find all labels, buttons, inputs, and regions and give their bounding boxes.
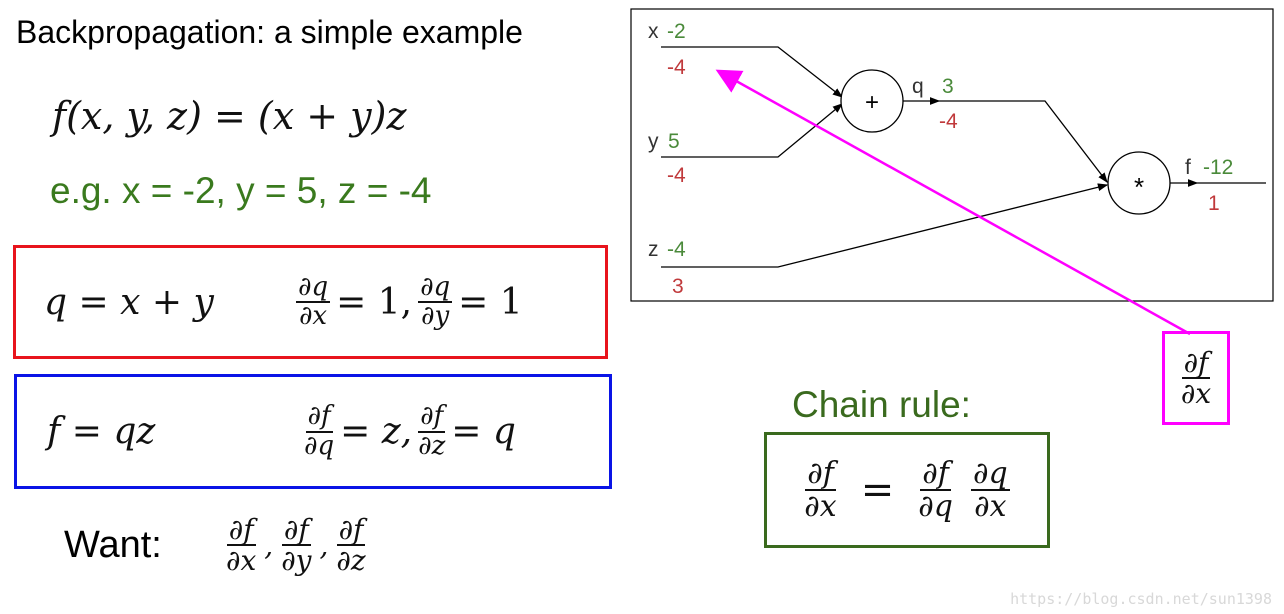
- edge-q: [939, 100, 1108, 184]
- chain-rule-label: Chain rule:: [792, 384, 971, 425]
- separator: ,: [264, 528, 274, 562]
- numerator: ∂q: [418, 271, 453, 303]
- df-dq-value: = z,: [340, 411, 413, 452]
- numerator: ∂f: [1181, 345, 1211, 379]
- f-equation-box: f = qz ∂f∂q = z, ∂f∂z = q: [14, 374, 612, 489]
- chain-lhs-fraction: ∂f∂x: [804, 455, 837, 524]
- denominator: ∂z: [336, 544, 366, 577]
- chain-df-dq-fraction: ∂f∂q: [918, 455, 953, 524]
- mul-node: [1107, 151, 1171, 215]
- denominator: ∂x: [298, 301, 328, 331]
- f-equation: f = qz: [47, 411, 156, 452]
- q-grad: -4: [939, 110, 958, 133]
- mul-node-label: *: [1134, 172, 1144, 202]
- denominator: ∂y: [421, 301, 450, 331]
- graph-frame: [630, 8, 1274, 302]
- df-dz-fraction: ∂f∂z: [418, 401, 446, 461]
- numerator: ∂q: [970, 455, 1010, 491]
- denominator: ∂y: [281, 544, 312, 577]
- numerator: ∂f: [418, 401, 446, 433]
- denominator: ∂z: [418, 430, 446, 461]
- df-dz-value: = q: [451, 411, 516, 452]
- input-z-name: z: [648, 238, 659, 261]
- denominator: ∂x: [226, 544, 257, 577]
- input-z-grad: 3: [672, 275, 684, 298]
- add-node: [840, 69, 904, 133]
- input-x-name: x: [648, 20, 659, 43]
- slide-title: Backpropagation: a simple example: [16, 14, 523, 50]
- denominator: ∂x: [804, 489, 837, 524]
- q-equation-box: q = x + y ∂q∂x = 1, ∂q∂y = 1: [13, 245, 608, 359]
- callout-df-dx: ∂f∂x: [1180, 345, 1212, 410]
- numerator: ∂f: [281, 512, 311, 546]
- chain-rule-box: ∂f∂x = ∂f∂q ∂q∂x: [764, 432, 1050, 548]
- dq-dx-fraction: ∂q∂x: [296, 271, 331, 331]
- dq-dy-fraction: ∂q∂y: [418, 271, 453, 331]
- watermark: https://blog.csdn.net/sun1398: [1010, 590, 1272, 608]
- gradient-arrow: [715, 69, 1191, 336]
- numerator: ∂f: [920, 455, 951, 491]
- input-x-value: -2: [667, 20, 686, 43]
- edge-z: [661, 183, 1109, 268]
- numerator: ∂f: [305, 401, 333, 433]
- input-x-grad: -4: [667, 56, 686, 79]
- f-grad: 1: [1208, 192, 1220, 215]
- q-equation: q = x + y: [44, 281, 214, 323]
- df-dq-fraction: ∂f∂q: [304, 401, 335, 461]
- dq-dy-value: = 1: [458, 281, 523, 323]
- numerator: ∂f: [805, 455, 836, 491]
- numerator: ∂f: [226, 512, 256, 546]
- dq-dx-value: = 1,: [336, 281, 413, 323]
- df-dx-fraction: ∂f∂x: [226, 512, 257, 577]
- input-y-value: 5: [668, 130, 680, 153]
- denominator: ∂x: [1180, 377, 1212, 410]
- want-row: Want: ∂f∂x , ∂f∂y , ∂f∂z: [64, 500, 368, 590]
- f-name: f: [1185, 156, 1191, 179]
- separator: ,: [319, 528, 329, 562]
- f-value: -12: [1203, 156, 1233, 179]
- denominator: ∂q: [918, 489, 953, 524]
- denominator: ∂q: [304, 430, 335, 461]
- numerator: ∂q: [296, 271, 331, 303]
- chain-dq-dx-fraction: ∂q∂x: [970, 455, 1010, 524]
- input-z-value: -4: [667, 238, 686, 261]
- numerator: ∂f: [336, 512, 366, 546]
- example-values: e.g. x = -2, y = 5, z = -4: [50, 170, 432, 211]
- input-y-grad: -4: [667, 164, 686, 187]
- add-node-label: +: [865, 89, 879, 116]
- df-dy-fraction: ∂f∂y: [281, 512, 312, 577]
- edge-x: [661, 46, 844, 98]
- equals-sign: =: [860, 467, 895, 513]
- q-name: q: [912, 75, 924, 98]
- q-value: 3: [942, 75, 954, 98]
- callout-box: ∂f∂x: [1162, 331, 1230, 425]
- function-definition: f(x, y, z) = (x + y)z: [52, 94, 407, 138]
- input-y-name: y: [648, 130, 659, 153]
- denominator: ∂x: [974, 489, 1007, 524]
- want-label: Want:: [64, 523, 162, 566]
- edge-y: [661, 103, 844, 158]
- df-dz-fraction: ∂f∂z: [336, 512, 366, 577]
